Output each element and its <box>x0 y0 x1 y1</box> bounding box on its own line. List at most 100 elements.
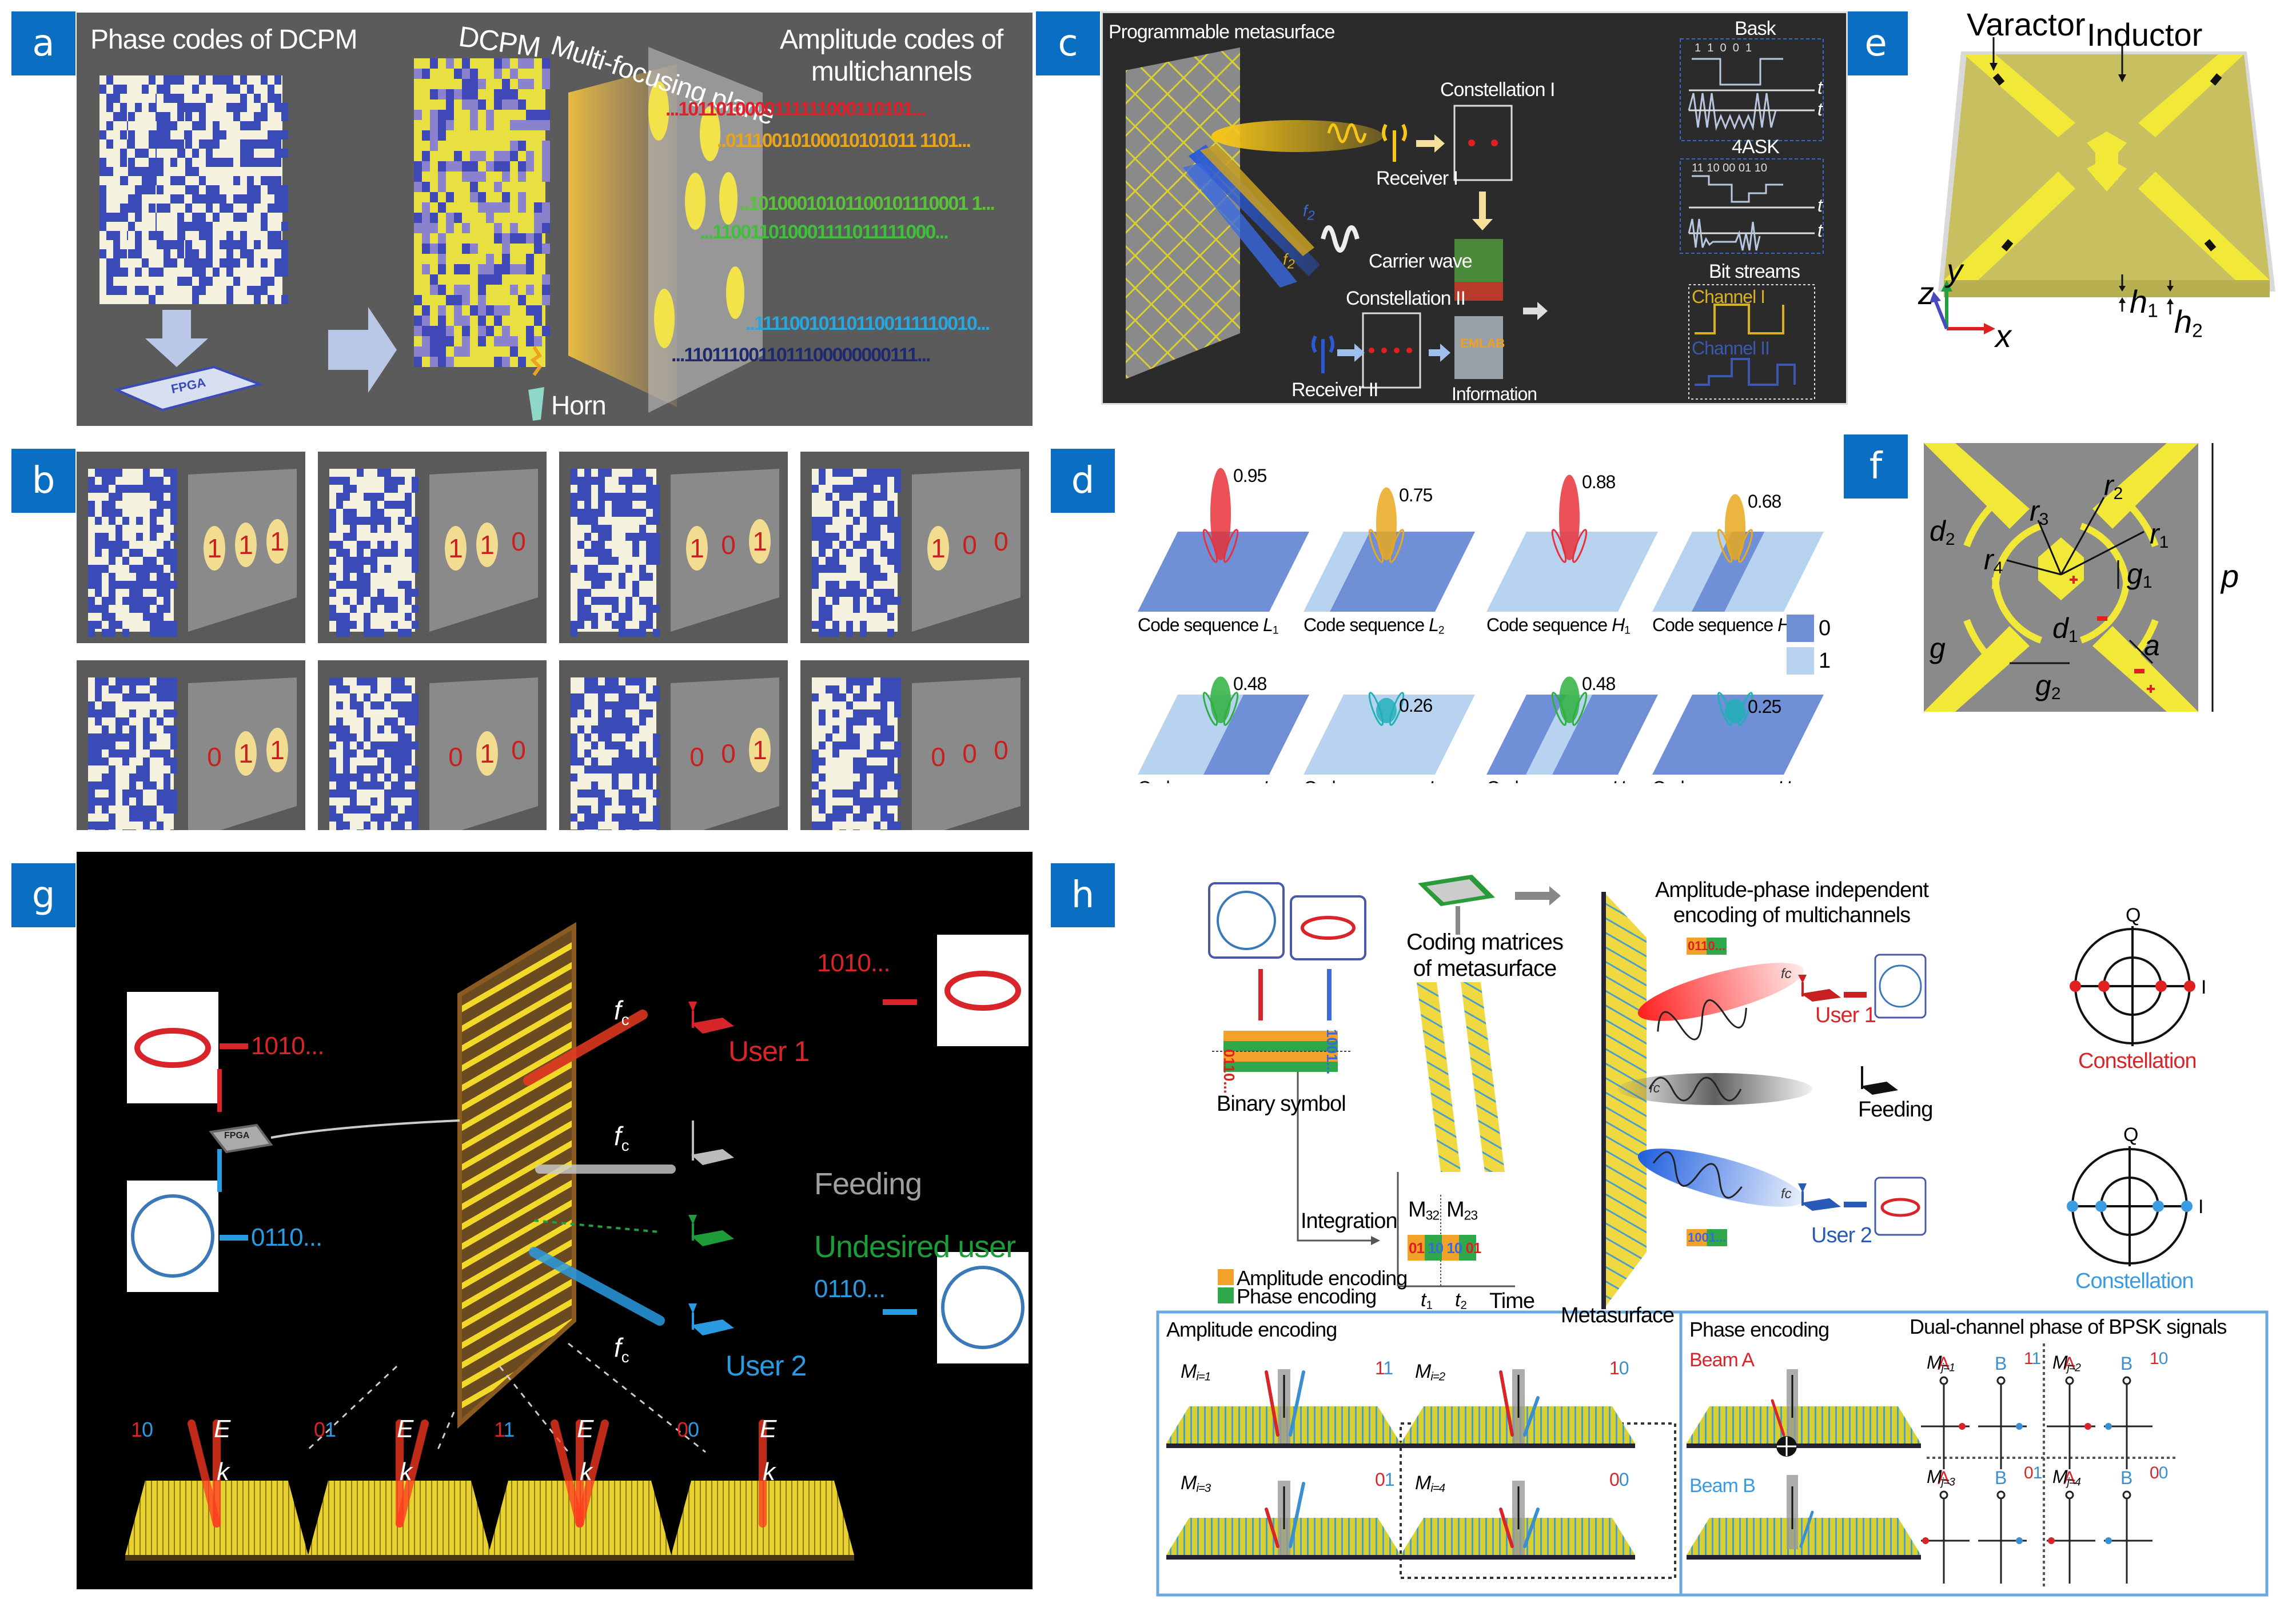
reflected-beam <box>396 1419 429 1528</box>
r1-sub: 1 <box>2159 532 2169 552</box>
panel-h: Coding matrices of metasurface 0110... 1… <box>1115 852 2296 1599</box>
m32-sub: 32 <box>1425 1207 1440 1223</box>
panel-g-graphic <box>125 922 1029 1561</box>
dcpm-matrix <box>414 58 550 367</box>
t2-sub: 2 <box>1460 1299 1467 1312</box>
metasurface-h <box>1604 892 1647 1309</box>
m-sub: j=2 <box>2067 1362 2081 1374</box>
bpsk-diagrams <box>1921 1376 2152 1584</box>
t2-text: t <box>1455 1289 1461 1311</box>
caption-text: Code sequence <box>1304 615 1429 635</box>
bpsk-channel-b <box>2104 1376 2152 1469</box>
bit-b: 1 <box>1384 1469 1395 1490</box>
right-arrow <box>328 307 397 393</box>
state-bit: 0 <box>511 527 526 556</box>
f2-text: f <box>1303 202 1308 220</box>
amplitude-state-bits: 10 <box>1609 1358 1629 1379</box>
timeline-bit-4: 01 <box>1465 1239 1481 1257</box>
timeline-bit-3: 10 <box>1446 1239 1462 1257</box>
bit-a: 0 <box>2024 1464 2034 1482</box>
code-sequence-caption: Code sequence L1 <box>1138 615 1278 637</box>
panel-label-g: g <box>11 863 75 927</box>
bpsk-point <box>2016 1537 2023 1544</box>
bpsk-channel-b <box>1978 1490 2027 1584</box>
f2-text: f <box>1283 250 1287 268</box>
caption-text: Code sequence <box>1138 615 1263 635</box>
code-sequence-caption: Code sequence L3 <box>1138 777 1278 783</box>
fc-feeding: fc <box>1649 1080 1660 1096</box>
logo-user2 <box>1874 1177 1927 1236</box>
timeline-bit-1: 01 <box>1409 1239 1425 1257</box>
r1-label: r1 <box>2150 517 2169 552</box>
timeline-bit-2: 10 <box>1428 1239 1444 1257</box>
code-red-right: 1010... <box>817 949 891 977</box>
m-text: M <box>2052 1466 2068 1487</box>
h2-label: h2 <box>2174 303 2203 342</box>
undesired-user-label: Undesired user <box>814 1230 1016 1264</box>
integration-label: Integration <box>1301 1209 1398 1233</box>
inductor-label: Inductor <box>2087 17 2203 53</box>
code-sequence-caption: Code sequence L4 <box>1304 777 1444 783</box>
logo-right-top <box>937 935 1029 1046</box>
code-sequence-plate <box>1138 532 1309 612</box>
k-vector-label: k <box>763 1458 775 1486</box>
m-text: M <box>1181 1361 1197 1382</box>
channel-2-waveform <box>1695 358 1796 386</box>
channel-letter: A <box>2063 1468 2076 1488</box>
axis-z-label: z <box>1918 275 1934 311</box>
arrow-blue-1 <box>1337 344 1365 362</box>
m-text: M <box>1927 1352 1942 1373</box>
state-floor <box>671 1419 854 1561</box>
ask4-title: 4ASK <box>1732 136 1780 158</box>
gain-value: 0.48 <box>1233 673 1267 695</box>
bit-a: 0 <box>1609 1469 1620 1490</box>
code-sequence-plate <box>1304 695 1475 775</box>
amplitude-codes-line1: Amplitude codes of <box>780 25 1003 55</box>
phase-codes-label: Phase codes of DCPM <box>90 25 358 55</box>
bpsk-state-label: Mj=4 <box>2052 1466 2081 1489</box>
state-bit: 1 <box>445 526 467 571</box>
h2-sub: 2 <box>2192 320 2203 342</box>
channel-2-label: Channel II <box>1692 338 1770 358</box>
antenna-undesired-icon <box>688 1215 734 1246</box>
amplitude-state-bits: 11 <box>1375 1358 1393 1379</box>
g2-text: g <box>2035 669 2051 701</box>
independent-line2: encoding of multichannels <box>1673 903 1911 927</box>
side-lobe <box>1572 692 1588 726</box>
side-lobe <box>1551 529 1567 563</box>
i-label-2: I <box>2198 1196 2204 1218</box>
side-lobe <box>1551 692 1567 726</box>
state-bit: 1 <box>927 526 949 571</box>
feed-spark <box>530 346 543 376</box>
programmable-metasurface-label: Programmable metasurface <box>1109 21 1336 43</box>
fpga-box <box>209 1123 273 1154</box>
code-sequence-caption: Code sequence H3 <box>1486 777 1630 783</box>
bpsk-point <box>2048 1537 2055 1544</box>
coding-state-graphic <box>812 677 1021 830</box>
panel-label-f: f <box>1844 434 1908 499</box>
state-bit: 1 <box>204 526 225 571</box>
r2-sub: 2 <box>2113 484 2123 503</box>
state-bit: 1 <box>235 731 257 776</box>
fc-user1: fc <box>1781 966 1792 982</box>
gain-value: 0.26 <box>1399 695 1433 716</box>
m-sub: i=2 <box>1430 1370 1445 1383</box>
binary-blue-vertical: 1001... <box>1324 1029 1341 1075</box>
amplitude-state-bits: 01 <box>1375 1469 1395 1490</box>
bpsk-state-label: Mj=3 <box>1927 1466 1955 1489</box>
code-sequence-caption: Code sequence L2 <box>1304 615 1444 637</box>
m-text: M <box>2052 1352 2068 1373</box>
bpsk-point <box>2105 1537 2112 1544</box>
bpsk-point <box>2084 1423 2091 1430</box>
fc-text: f <box>614 1333 621 1362</box>
m-sub: i=4 <box>1430 1482 1445 1495</box>
d1-label: d1 <box>2052 612 2078 647</box>
amplitude-state-floor <box>1166 1481 1401 1560</box>
state-bit: 1 <box>749 728 771 772</box>
fc-label-user2: fc <box>614 1332 629 1366</box>
bit-streams-label: Bit streams <box>1709 261 1800 282</box>
gain-value: 0.25 <box>1748 696 1781 717</box>
bit-a: 0 <box>1375 1469 1385 1490</box>
amplitude-state-floor <box>1166 1369 1401 1448</box>
